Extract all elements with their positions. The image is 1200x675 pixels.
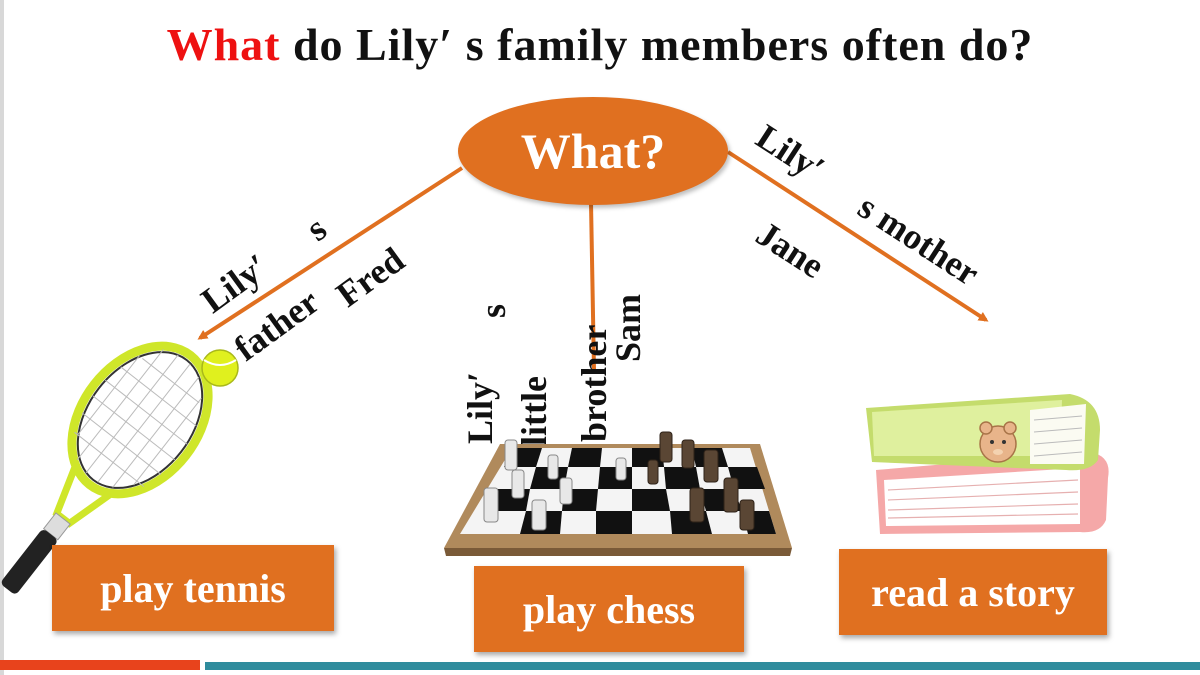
center-oval: What? xyxy=(458,97,728,205)
activity-read-a-story-label: read a story xyxy=(871,569,1075,615)
arrow-brother xyxy=(589,202,596,371)
page-title: What do Lily′ s family members often do? xyxy=(0,18,1200,71)
activity-play-chess-label: play chess xyxy=(522,586,696,632)
arrow-father xyxy=(197,166,464,340)
arrow-mother xyxy=(726,150,989,322)
footer-bar-red xyxy=(0,660,200,670)
activity-play-chess: play chess xyxy=(474,566,744,652)
left-border xyxy=(0,0,4,675)
center-label: What? xyxy=(520,123,666,179)
activity-read-a-story: read a story xyxy=(839,549,1107,635)
footer-bar-teal xyxy=(205,662,1200,670)
title-rest: do Lily′ s family members often do? xyxy=(280,19,1034,70)
title-highlight: What xyxy=(166,19,281,70)
activity-play-tennis: play tennis xyxy=(52,545,334,631)
activity-play-tennis-label: play tennis xyxy=(100,565,286,611)
